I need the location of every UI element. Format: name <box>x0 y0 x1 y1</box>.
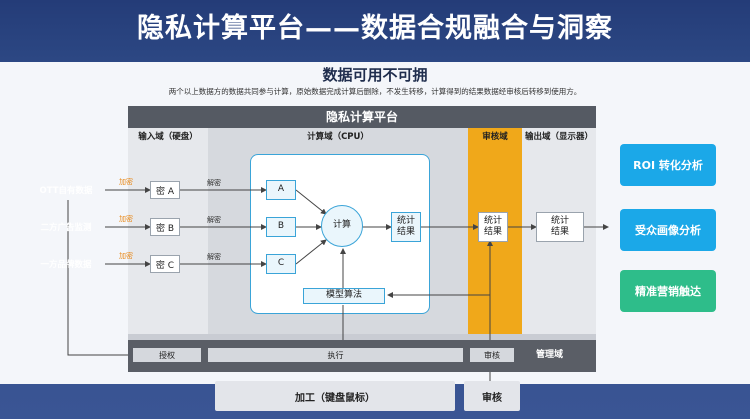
encrypt-tag-a: 加密 <box>119 178 133 186</box>
encrypt-tag-c: 加密 <box>119 252 133 260</box>
compute-zone-label: 计算域（CPU） <box>307 132 369 142</box>
encrypted-box-b: 密 B <box>150 218 180 236</box>
plain-box-b: B <box>266 217 296 237</box>
result-output: 统计 结果 <box>536 212 584 242</box>
result-audit: 统计 结果 <box>478 212 508 242</box>
output-zone-label: 输出域（显示器） <box>524 132 593 142</box>
execute-bar: 执行 <box>208 348 463 362</box>
decrypt-tag-c: 解密 <box>207 253 221 261</box>
roi-analysis-card: ROI 转化分析 <box>620 144 716 186</box>
main-title: 隐私计算平台——数据合规融合与洞察 <box>137 13 613 44</box>
decrypt-tag-b: 解密 <box>207 216 221 224</box>
audit-bar: 审核 <box>470 348 514 362</box>
audience-analysis-card: 受众画像分析 <box>620 209 716 251</box>
plain-box-c: C <box>266 254 296 274</box>
description: 两个以上数据方的数据共同参与计算，原始数据完成计算后删除，不发生转移，计算得到的… <box>168 87 582 96</box>
review-button[interactable]: 审核 <box>464 381 520 411</box>
encrypt-tag-b: 加密 <box>119 215 133 223</box>
subtitle: 数据可用不可拥 <box>322 66 428 84</box>
authorize-bar: 授权 <box>133 348 201 362</box>
decrypt-tag-a: 解密 <box>207 179 221 187</box>
process-button[interactable]: 加工（键盘鼠标） <box>215 381 455 411</box>
plain-box-a: A <box>266 180 296 200</box>
result-compute: 统计 结果 <box>391 212 421 242</box>
model-algorithm: 模型算法 <box>303 288 385 304</box>
management-label: 管理域 <box>536 350 564 360</box>
audit-zone-label: 审核域 <box>482 132 508 142</box>
source-brand-label: 一方品牌数据 <box>40 260 92 270</box>
encrypted-box-a: 密 A <box>150 181 180 199</box>
compute-node: 计算 <box>321 205 363 247</box>
source-brand: 一方品牌数据 <box>28 255 104 273</box>
source-ad-monitor-label: 二方广告监测 <box>40 223 92 233</box>
source-ott-label: OTT自有数据 <box>39 186 93 196</box>
source-ad-monitor: 二方广告监测 <box>28 218 104 236</box>
precision-marketing-card: 精准营销触达 <box>620 270 716 312</box>
encrypted-box-c: 密 C <box>150 255 180 273</box>
source-ott: OTT自有数据 <box>28 181 104 199</box>
input-zone-label: 输入域（硬盘） <box>138 132 198 142</box>
platform-header: 隐私计算平台 <box>128 106 596 128</box>
